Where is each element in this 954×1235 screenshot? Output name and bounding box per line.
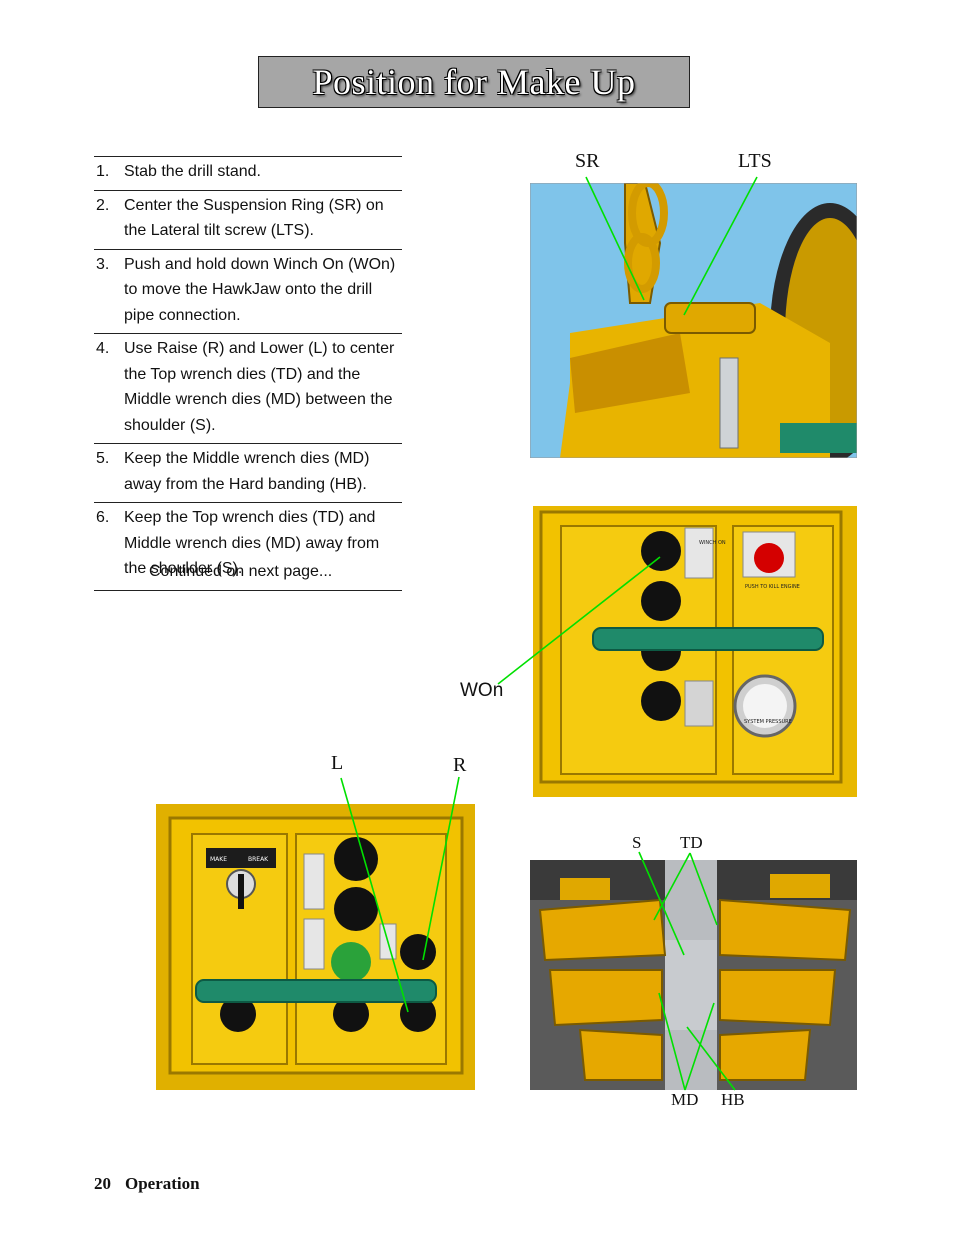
- step-number: 1.: [96, 163, 110, 180]
- callout-td: TD: [680, 833, 703, 852]
- callout-r: R: [453, 754, 467, 776]
- continued-note: Continued on next page...: [149, 563, 333, 580]
- page-title: Position for Make Up: [312, 62, 636, 102]
- list-item: 6. Keep the Top wrench dies (TD) and Midd…: [94, 503, 402, 591]
- break-label: BREAK: [248, 856, 269, 863]
- system-pressure-label: SYSTEM PRESSURE: [744, 719, 792, 725]
- list-item: 3. Push and hold down Winch On (WOn) to m…: [94, 250, 402, 334]
- step-number: 2.: [96, 196, 110, 214]
- step-number: 5.: [96, 450, 110, 467]
- make-label: MAKE: [210, 856, 227, 863]
- callout-s: S: [632, 833, 642, 852]
- push-to-kill-label: PUSH TO KILL ENGINE: [745, 584, 800, 590]
- tilt-panel-photo: MAKE BREAK: [156, 804, 475, 1090]
- callout-won: WOn: [460, 680, 504, 701]
- step-number: 3.: [96, 255, 110, 273]
- title-banner: Position for Make Up: [258, 56, 690, 108]
- step-text: Center the Suspension Ring (SR) on the L…: [124, 196, 384, 240]
- step-number: 6.: [96, 509, 110, 526]
- list-item: 4. Use Raise (R) and Lower (L) to center …: [94, 334, 402, 444]
- steps-list: 1. Stab the drill stand. 2. Center the Sus…: [94, 156, 402, 591]
- wrench-dies-photo: [530, 860, 857, 1090]
- section-name: Operation: [125, 1174, 200, 1193]
- winch-on-label: WINCH ON: [699, 540, 726, 546]
- step-text: Push and hold down Winch On (WOn) to mov…: [124, 255, 396, 324]
- step-text: Keep the Middle wrench dies (MD) away fr…: [124, 450, 370, 493]
- callout-hb: HB: [721, 1090, 745, 1109]
- callout-lts: LTS: [738, 150, 772, 172]
- step-text: Keep the Top wrench dies (TD) and Middle…: [124, 509, 380, 577]
- page-footer: 20 Operation: [94, 1174, 200, 1194]
- callout-l: L: [331, 752, 344, 774]
- step-text: Stab the drill stand.: [124, 163, 261, 180]
- list-item: 1. Stab the drill stand.: [94, 157, 402, 191]
- winch-panel-photo: WINCH ON PUSH TO KILL ENGINE SYSTEM PRES…: [533, 506, 857, 797]
- list-item: 2. Center the Suspension Ring (SR) on the…: [94, 191, 402, 250]
- callout-md: MD: [671, 1090, 699, 1109]
- page-number: 20: [94, 1174, 111, 1193]
- suspension-ring-photo: [530, 183, 857, 458]
- list-item: 5. Keep the Middle wrench dies (MD) away …: [94, 444, 402, 503]
- step-text: Use Raise (R) and Lower (L) to center th…: [124, 340, 395, 434]
- callout-sr: SR: [575, 150, 600, 172]
- step-number: 4.: [96, 340, 110, 357]
